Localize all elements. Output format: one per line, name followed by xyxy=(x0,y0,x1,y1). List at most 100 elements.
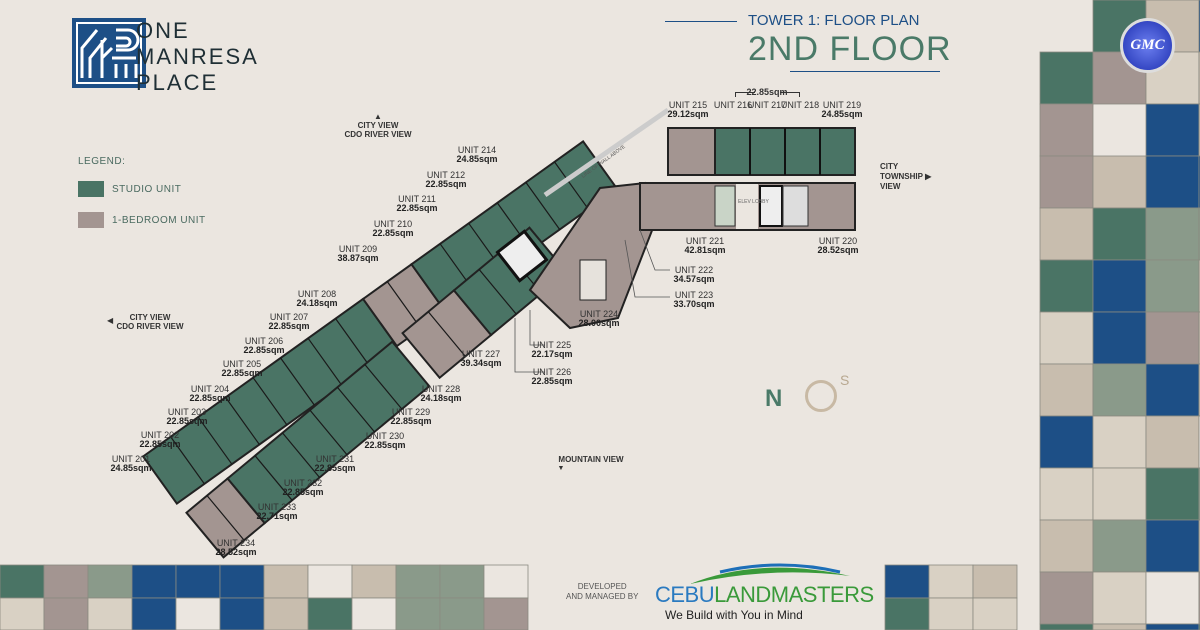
bracket xyxy=(735,92,755,97)
pattern-tile xyxy=(175,597,221,630)
unit-name: UNIT 227 xyxy=(461,349,501,359)
unit-name: UNIT 208 xyxy=(297,289,337,299)
unit-wall xyxy=(225,397,260,445)
pattern-tile xyxy=(1145,207,1200,261)
pattern-tile xyxy=(1039,467,1094,521)
pattern-tile xyxy=(219,597,265,630)
brand-line: PLACE xyxy=(136,70,219,95)
pattern-tile xyxy=(1039,155,1094,209)
compass-north: N xyxy=(765,385,783,412)
pattern-tile xyxy=(351,597,397,630)
unit-name: UNIT 221 xyxy=(685,236,725,246)
unit-wall xyxy=(280,357,315,406)
unit-area: 22.85sqm xyxy=(268,321,310,331)
pattern-tile xyxy=(1092,571,1147,625)
unit-name: UNIT 214 xyxy=(457,145,497,155)
unit-area: 24.18sqm xyxy=(296,298,338,308)
unit-name: UNIT 215 xyxy=(668,100,708,110)
pattern-tile xyxy=(1092,207,1147,261)
header-rule xyxy=(790,71,940,72)
leader-line xyxy=(529,310,545,346)
leader-line xyxy=(639,229,670,271)
unit-name: UNIT 229 xyxy=(391,407,431,417)
compass-south: S xyxy=(840,372,850,388)
wall-above-line xyxy=(543,107,670,198)
unit-name: UNIT 232 xyxy=(283,478,323,488)
pattern-tile xyxy=(1092,155,1147,209)
pattern-tile xyxy=(1145,467,1200,521)
unit-area: 22.85sqm xyxy=(390,416,432,426)
pattern-tile xyxy=(1092,519,1147,573)
legend-title: LEGEND: xyxy=(78,156,126,167)
pattern-tile xyxy=(1039,207,1094,261)
pattern-tile xyxy=(928,597,974,630)
one-manresa-logo xyxy=(72,18,146,88)
pattern-tile xyxy=(307,597,353,630)
unit-wall xyxy=(254,455,293,501)
pattern-tile xyxy=(884,564,930,599)
elev-lobby-label: ELEV LOBBY xyxy=(738,199,770,205)
pattern-tile xyxy=(1039,51,1094,105)
unit-area: 28.52sqm xyxy=(215,547,257,557)
compass-icon xyxy=(805,380,837,412)
unit-name: UNIT 233 xyxy=(257,502,297,512)
unit-name: UNIT 234 xyxy=(216,538,256,548)
view-text: CDO RIVER VIEW xyxy=(344,130,412,139)
unit-area: 22.85sqm xyxy=(364,440,406,450)
pattern-tile xyxy=(1145,571,1200,625)
pattern-tile xyxy=(395,597,441,630)
unit-area: 28.00sqm xyxy=(578,318,620,328)
page-title: 2ND FLOOR xyxy=(748,30,952,68)
unit-area: 24.85sqm xyxy=(821,109,863,119)
unit-area: 22.85sqm xyxy=(531,376,573,386)
pattern-tile xyxy=(1092,259,1147,313)
pattern-tile xyxy=(131,597,177,630)
elevator-core xyxy=(495,229,549,283)
arrow-down-icon: ▼ xyxy=(557,465,565,472)
unit-wall xyxy=(206,495,245,541)
view-text: CDO RIVER VIEW xyxy=(116,322,184,331)
caption-line: DEVELOPED xyxy=(577,582,627,591)
pattern-tile xyxy=(395,564,441,599)
unit-area: 22.17sqm xyxy=(531,349,573,359)
arrow-left-icon: ◀ xyxy=(107,316,114,325)
pattern-tile xyxy=(972,597,1018,630)
unit-name: UNIT 210 xyxy=(373,219,413,229)
view-text: MOUNTAIN VIEW xyxy=(558,455,624,464)
view-label-top: ▲ CITY VIEW CDO RIVER VIEW xyxy=(344,112,411,139)
view-text: TOWNSHIP xyxy=(880,172,923,181)
pattern-tile xyxy=(1145,259,1200,313)
unit-name: UNIT 230 xyxy=(365,431,405,441)
unit-wall xyxy=(427,311,466,357)
unit-area: 29.12sqm xyxy=(667,109,709,119)
unit-wall xyxy=(197,416,233,465)
unit-name: UNIT 217 xyxy=(747,100,787,110)
unit-name: UNIT 223 xyxy=(674,290,714,300)
pattern-tile xyxy=(1145,363,1200,417)
unit-name: UNIT 212 xyxy=(426,170,466,180)
unit-area: 34.57sqm xyxy=(673,274,715,284)
unit-area: 22.85sqm xyxy=(282,487,324,497)
brand-name: ONE MANRESA PLACE xyxy=(136,18,259,96)
unit-wall xyxy=(386,281,422,330)
unit-area: 22.85sqm xyxy=(314,463,356,473)
unit-area: 24.18sqm xyxy=(420,393,462,403)
view-text: CITY VIEW xyxy=(357,121,399,130)
elevator-lobby xyxy=(736,184,758,229)
arrow-right-icon: ▶ xyxy=(925,172,932,181)
unit-area: 24.85sqm xyxy=(456,154,498,164)
pattern-tile xyxy=(131,564,177,599)
leader-line xyxy=(514,318,545,373)
view-label-bottom: MOUNTAIN VIEW ▼ xyxy=(558,455,624,473)
unit-name: UNIT 225 xyxy=(532,340,572,350)
